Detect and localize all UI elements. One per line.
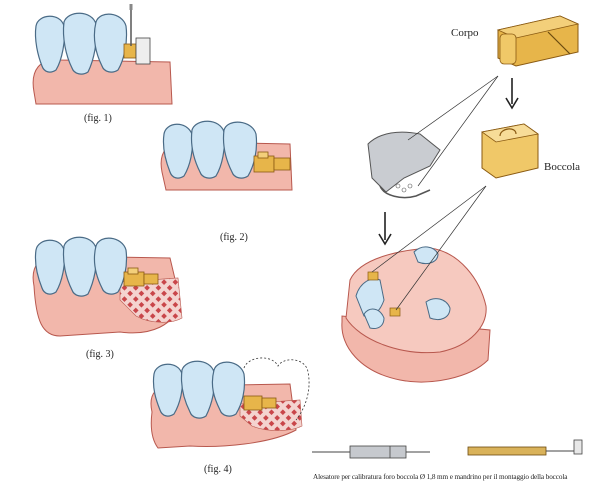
fig1-tooth-2	[62, 12, 98, 75]
fig3-attachment-cap	[127, 267, 139, 275]
fig3-tooth-1	[34, 239, 66, 295]
mandrel-shaft	[467, 446, 547, 456]
model-tooth-back	[413, 246, 439, 265]
model-tooth-molar	[425, 298, 451, 321]
fig2-tooth-2	[190, 120, 226, 179]
framework-hole-3	[407, 183, 413, 189]
fig4-illustration	[150, 357, 310, 449]
framework-hole-1	[395, 183, 401, 189]
corpo-down-arrow	[505, 78, 519, 110]
boccola-label: Boccola	[544, 161, 581, 173]
boccola-top	[481, 123, 539, 143]
fig1-tooth-3	[93, 13, 128, 73]
framework-hole-2	[401, 187, 407, 193]
framework-clasp	[379, 185, 431, 199]
fig1-attachment	[123, 43, 137, 59]
fig1-label: (fig. 1)	[84, 113, 112, 124]
reamer-handle	[349, 445, 407, 459]
fig4-attachment-plate	[261, 397, 277, 409]
fig3-tooth-3	[93, 237, 128, 295]
fig3-illustration	[32, 236, 183, 337]
fig4-label: (fig. 4)	[204, 464, 232, 475]
fig2-label: (fig. 2)	[220, 232, 248, 243]
fig1-illustration	[32, 4, 173, 105]
mandrel-tool	[467, 439, 583, 456]
metal-framework	[367, 131, 441, 199]
framework-bar	[367, 131, 441, 193]
fig2-illustration	[160, 120, 293, 191]
fig1-parallel-guide	[135, 37, 151, 65]
model-tooth-2	[363, 308, 385, 329]
corpo-illustration	[496, 15, 580, 67]
tools-caption: Alesatore per calibratura foro boccola Ø…	[313, 473, 568, 481]
pointer-line-3	[371, 185, 487, 273]
fig3-attachment-plate	[143, 273, 159, 285]
fig2-attachment-plate	[273, 157, 291, 171]
fig4-tooth-1	[152, 363, 184, 417]
boccola-illustration	[481, 123, 539, 179]
model-attachment-2	[389, 307, 401, 317]
boccola-slot	[499, 128, 517, 137]
framework-down-arrow	[378, 212, 392, 246]
fig4-tooth-2	[180, 360, 216, 419]
corpo-cylinder	[499, 33, 517, 65]
fig2-tooth-3	[222, 121, 258, 179]
pointer-line-1	[407, 75, 499, 141]
fig3-label: (fig. 3)	[86, 349, 114, 360]
fig2-attachment-cap	[257, 151, 269, 159]
fig2-tooth-1	[162, 123, 194, 179]
reamer-tool	[312, 445, 430, 459]
fig4-attachment-body	[243, 395, 263, 411]
fig4-dashed-crown-outline	[243, 357, 310, 421]
fig1-tooth-1	[34, 15, 66, 73]
fig3-tooth-2	[62, 236, 98, 297]
mandrel-head	[573, 439, 583, 455]
model-attachment-1	[367, 271, 379, 281]
fig3-mesh-frame	[119, 277, 183, 323]
corpo-label: Corpo	[451, 27, 479, 39]
jaw-model	[341, 246, 491, 383]
pointer-line-2	[417, 75, 499, 187]
fig4-tooth-3	[211, 361, 246, 417]
corpo-pin	[547, 31, 571, 55]
pointer-line-4	[395, 185, 487, 311]
